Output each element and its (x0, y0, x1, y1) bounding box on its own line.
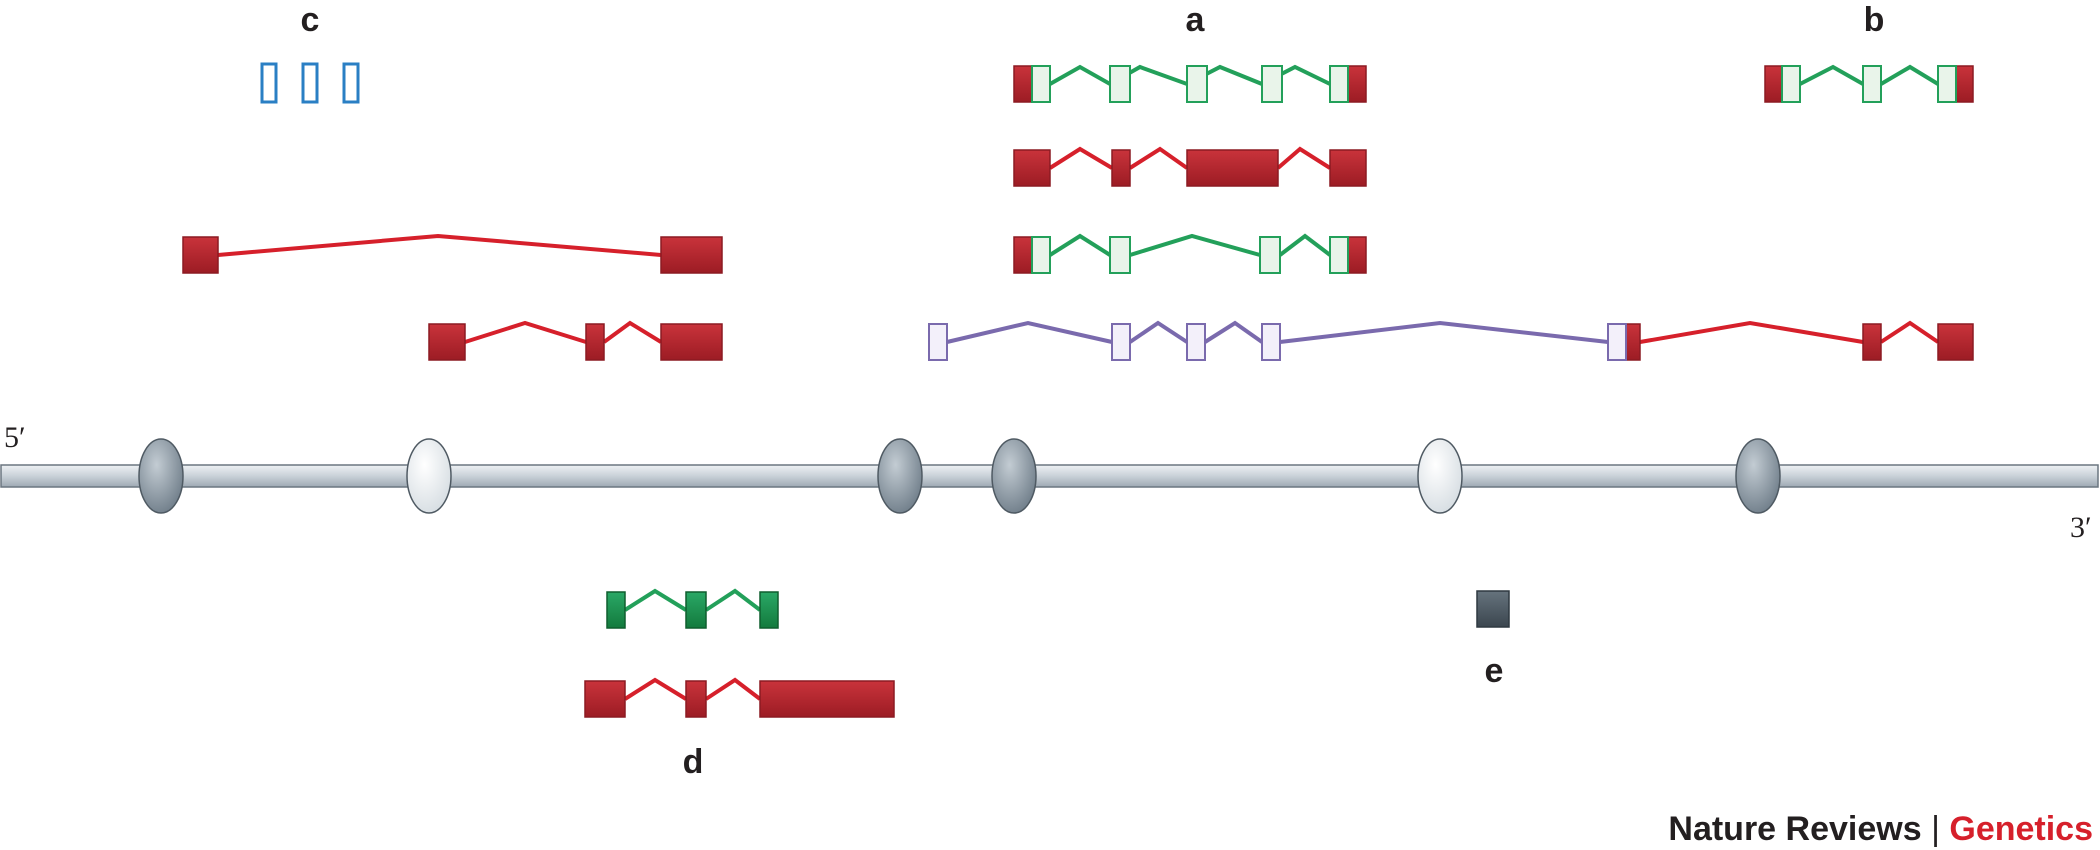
credit-separator-bar: | (1931, 810, 1940, 848)
exon-inner (1607, 323, 1627, 361)
nucleosome-dark (991, 438, 1037, 514)
exon (759, 680, 895, 718)
panel-a-transcript-4 (928, 320, 1974, 361)
five-prime-label: 5′ (4, 421, 26, 454)
intron-line (1799, 64, 1864, 86)
intron-line (623, 588, 688, 612)
intron-line (217, 233, 662, 257)
exon (1013, 149, 1051, 187)
exon (1259, 236, 1281, 274)
nucleosome-dark (877, 438, 923, 514)
journal-name: Nature Reviews (1668, 810, 1921, 848)
exon (685, 680, 707, 718)
intron-line (1276, 146, 1332, 170)
exon (1186, 65, 1208, 103)
exon (584, 680, 626, 718)
blue-element (260, 62, 278, 104)
intron-line (623, 677, 688, 701)
intron-line (1879, 320, 1940, 344)
intron-line (1129, 233, 1261, 257)
panel-a-transcript-2 (1013, 146, 1367, 187)
exon (1111, 149, 1131, 187)
exon-inner (1031, 236, 1051, 274)
intron-line (1203, 320, 1264, 344)
exon (685, 591, 707, 629)
panel-c-transcript-2 (428, 320, 723, 361)
intron-line (1879, 64, 1940, 86)
exon-inner (1329, 65, 1349, 103)
panel-e-element (1476, 590, 1510, 628)
credit-separator (1922, 810, 1931, 848)
nucleosome-dark (1735, 438, 1781, 514)
three-prime-label: 3′ (2070, 511, 2092, 544)
exon (1862, 65, 1882, 103)
intron-line (704, 588, 762, 612)
panel-c-transcript-1 (182, 233, 723, 274)
exon (585, 323, 605, 361)
panel-b-transcript (1764, 64, 1974, 103)
intron-line (704, 677, 762, 701)
exon (606, 591, 626, 629)
nucleosome-light (1417, 438, 1463, 514)
panel-label-d: d (683, 743, 704, 781)
blue-element (342, 62, 360, 104)
intron-line (946, 320, 1113, 344)
nucleosome-dark (138, 438, 184, 514)
exon-inner (1031, 65, 1051, 103)
journal-section: Genetics (1949, 810, 2093, 848)
panel-c-blue-elements (260, 62, 360, 104)
credit-space (1940, 810, 1949, 848)
exon (1261, 323, 1281, 361)
panel-label-a: a (1186, 1, 1206, 39)
chromosome-bar (0, 464, 2099, 488)
exon (759, 591, 779, 629)
exon (182, 236, 219, 274)
exon (1109, 65, 1131, 103)
intron-line (1128, 146, 1189, 170)
panel-a-transcript-3 (1013, 233, 1367, 274)
panel-a-transcript-1 (1013, 64, 1367, 103)
exon (1186, 149, 1279, 187)
exon (1862, 323, 1882, 361)
exon (1937, 323, 1974, 361)
panel-label-c: c (301, 1, 320, 39)
exon (1329, 149, 1367, 187)
intron-line (1048, 146, 1114, 170)
exon (1109, 236, 1131, 274)
exon (428, 323, 466, 361)
exon (1261, 65, 1283, 103)
intron-line (464, 320, 587, 344)
intron-line (1128, 320, 1189, 344)
intron-line (1048, 233, 1112, 257)
panel-d-transcript-2 (584, 677, 895, 718)
intron-line (1279, 320, 1609, 344)
panel-label-b: b (1864, 1, 1885, 39)
exon (1186, 323, 1206, 361)
chromosome (0, 438, 2099, 514)
panel-d-transcript-1 (606, 588, 779, 629)
blue-element (301, 62, 319, 104)
nucleosome-light (406, 438, 452, 514)
exon (1111, 323, 1131, 361)
exon-inner (1329, 236, 1349, 274)
intron-line (1278, 233, 1332, 257)
exon (660, 323, 723, 361)
panel-label-e: e (1485, 652, 1504, 690)
journal-credit: Nature Reviews | Genetics (1668, 810, 2093, 848)
exon (660, 236, 723, 274)
intron-line (602, 320, 663, 344)
intron-line (1639, 320, 1864, 344)
exon (928, 323, 948, 361)
exon-inner (1937, 65, 1957, 103)
exon-inner (1781, 65, 1801, 103)
